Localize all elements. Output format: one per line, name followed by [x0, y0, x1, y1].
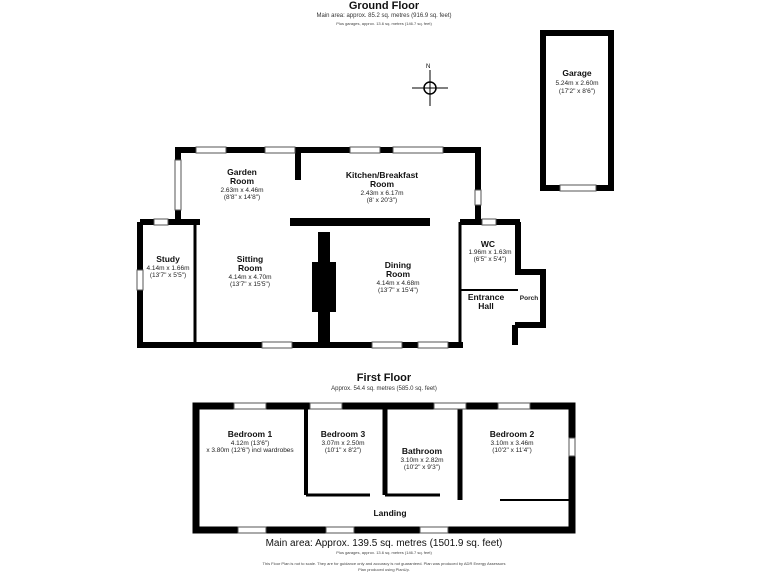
- first-floor-walls: [192, 402, 576, 534]
- room-size: 3.10m x 3.46m: [491, 440, 534, 447]
- room-study: Study: [156, 254, 180, 264]
- room-name-2: Room: [238, 263, 263, 273]
- total-area: Main area: Approx. 139.5 sq. metres (150…: [265, 538, 503, 549]
- first-floor-room-labels: Bedroom 1 4.12m (13'6") x 3.80m (12'6") …: [206, 429, 534, 518]
- room-size: 4.12m (13'6"): [231, 440, 270, 447]
- room-size-imperial: (10'1" x 8'2"): [325, 447, 361, 454]
- room-size-imperial: x 3.80m (12'6") incl wardrobes: [206, 447, 294, 454]
- room-size: 4.14m x 4.68m: [377, 280, 420, 287]
- room-garage: Garage: [562, 68, 592, 78]
- room-landing: Landing: [373, 508, 406, 518]
- room-size-imperial: (6'5" x 5'4"): [474, 256, 507, 263]
- room-name-2: Room: [386, 269, 411, 279]
- room-kitchen: Kitchen/Breakfast: [346, 170, 418, 180]
- room-garden: Garden: [227, 167, 257, 177]
- room-size-imperial: (13'7" x 15'4"): [378, 287, 418, 294]
- room-size: 2.43m x 6.17m: [361, 190, 404, 197]
- room-size-imperial: (8'8" x 14'8"): [224, 194, 260, 201]
- ground-windows: [136, 146, 597, 349]
- compass-icon: N: [412, 64, 448, 106]
- room-bathroom: Bathroom: [402, 446, 443, 456]
- room-size: 3.07m x 2.50m: [322, 440, 365, 447]
- room-name-2: Room: [230, 176, 255, 186]
- room-size-imperial: (13'7" x 15'5"): [230, 281, 270, 288]
- room-name-2: Hall: [478, 301, 494, 311]
- disclaimer: This Floor Plan is not to scale. They ar…: [262, 561, 506, 566]
- chimney-stack: [312, 262, 336, 312]
- first-floor-area: Approx. 54.4 sq. metres (585.0 sq. feet): [331, 386, 437, 392]
- ground-walls: [137, 30, 614, 348]
- room-bedroom-3: Bedroom 3: [321, 429, 366, 439]
- ground-floor-title: Ground Floor: [348, 0, 420, 12]
- room-dining: Dining: [385, 260, 411, 270]
- room-size-imperial: (10'2" x 9'3"): [404, 464, 440, 471]
- room-entrance-hall: Entrance: [468, 292, 505, 302]
- room-size-imperial: (8' x 20'3"): [367, 197, 397, 204]
- room-bedroom-2: Bedroom 2: [490, 429, 535, 439]
- room-name-2: Room: [370, 179, 395, 189]
- first-floor-windows: [233, 402, 576, 534]
- room-size: 2.63m x 4.46m: [221, 187, 264, 194]
- room-size: 4.14m x 4.70m: [229, 274, 272, 281]
- room-size: 3.10m x 2.82m: [401, 457, 444, 464]
- compass-label: N: [426, 64, 430, 70]
- total-garages: Plus garages, approx. 13.6 sq. metres (1…: [336, 550, 432, 555]
- first-floor-title: First Floor: [356, 372, 412, 384]
- room-size: 1.96m x 1.63m: [469, 249, 512, 256]
- room-size: 5.24m x 2.60m: [556, 80, 599, 87]
- room-wc: WC: [481, 239, 495, 249]
- room-porch: Porch: [520, 295, 538, 302]
- room-size-imperial: (13'7" x 5'5"): [150, 272, 186, 279]
- ground-room-labels: Garage 5.24m x 2.60m (17'2" x 8'6") Gard…: [147, 68, 599, 311]
- produced-by: Plan produced using PlanUp.: [358, 567, 410, 572]
- room-sitting: Sitting: [237, 254, 263, 264]
- room-size-imperial: (17'2" x 8'6"): [559, 88, 595, 95]
- room-size: 4.14m x 1.66m: [147, 265, 190, 272]
- ground-floor-area: Main area: approx. 85.2 sq. metres (916.…: [316, 13, 452, 19]
- ground-floor-garages: Plus garages, approx. 13.6 sq. metres (1…: [336, 21, 432, 26]
- room-bedroom-1: Bedroom 1: [228, 429, 273, 439]
- room-size-imperial: (10'2" x 11'4"): [492, 447, 532, 454]
- garage-walls: [540, 30, 614, 191]
